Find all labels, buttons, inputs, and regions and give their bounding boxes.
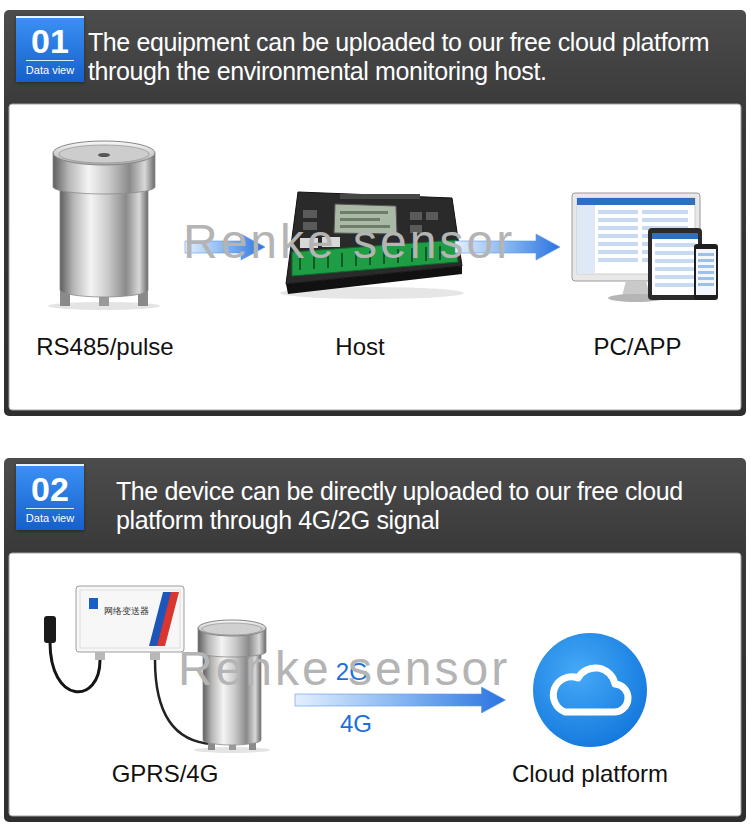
rain-gauge [48,141,160,310]
cloud-symbol [553,668,628,712]
step-number: 01 [31,23,69,59]
node-caption: Host [335,333,384,361]
screen-sidebar [577,205,595,274]
monitor-stand [622,281,650,296]
screen-header [577,198,695,205]
transmitter-case [76,586,184,652]
header-text: The equipment can be uploaded to our fre… [88,28,740,86]
header-area: The equipment can be uploaded to our fre… [88,16,740,98]
phone-frame [694,244,718,300]
node-caption: PC/APP [593,333,681,361]
gauge-body [60,185,148,297]
watermark: Renke sensor [183,215,515,268]
funnel-hole [98,153,110,157]
cloud-circle [533,633,647,747]
step-number: 02 [31,471,69,507]
gauge-rim [53,141,155,165]
step-panel: The equipment can be uploaded to our fre… [4,10,746,416]
pc-and-app [572,193,718,302]
signal-label-box: 4G [340,710,372,738]
brand-logo [89,598,98,609]
host-header [340,194,420,199]
gauge-rim [198,620,266,636]
watermark: Renke sensor [178,642,510,695]
gauge-funnel [59,145,149,163]
signal-label: 4G [340,710,372,737]
watermark-box: Renke sensor [183,214,515,269]
node-caption: GPRS/4G [112,760,219,788]
data-view-tab: 02Data view [16,464,84,530]
pc-app-node: PC/APP [560,125,715,365]
case-stripe [157,592,179,646]
cloud-node: Cloud platform [506,620,675,792]
gauge-funnel [202,623,262,635]
device-marking-box: 网络变送器 [104,600,149,618]
data-view-tab: 01Data view [16,16,84,82]
case-lid [80,590,180,648]
panel-body [9,104,741,410]
cloud-icon [533,633,647,747]
tablet-screen [652,233,698,295]
panel-body [9,553,741,816]
node-caption: RS485/pulse [36,333,173,361]
node-caption: Cloud platform [512,760,668,788]
header-area: The device can be directly uploaded to o… [116,464,742,548]
device-marking: 网络变送器 [104,606,149,616]
step-panel: The device can be directly uploaded to o… [4,458,746,822]
watermark-box: Renke sensor [178,641,510,696]
cable-gland [150,652,160,660]
tablet-rows [655,243,695,287]
tablet-frame [648,228,702,300]
phone-screen [696,249,716,295]
antenna [44,616,56,643]
header-text: The device can be directly uploaded to o… [116,477,742,535]
tablet-header [652,233,698,239]
cable-gland [95,652,105,660]
tab-caption: Data view [26,508,74,525]
tab-caption: Data view [26,60,74,77]
sensor-node: RS485/pulse [25,125,185,365]
phone-rows [698,253,714,286]
